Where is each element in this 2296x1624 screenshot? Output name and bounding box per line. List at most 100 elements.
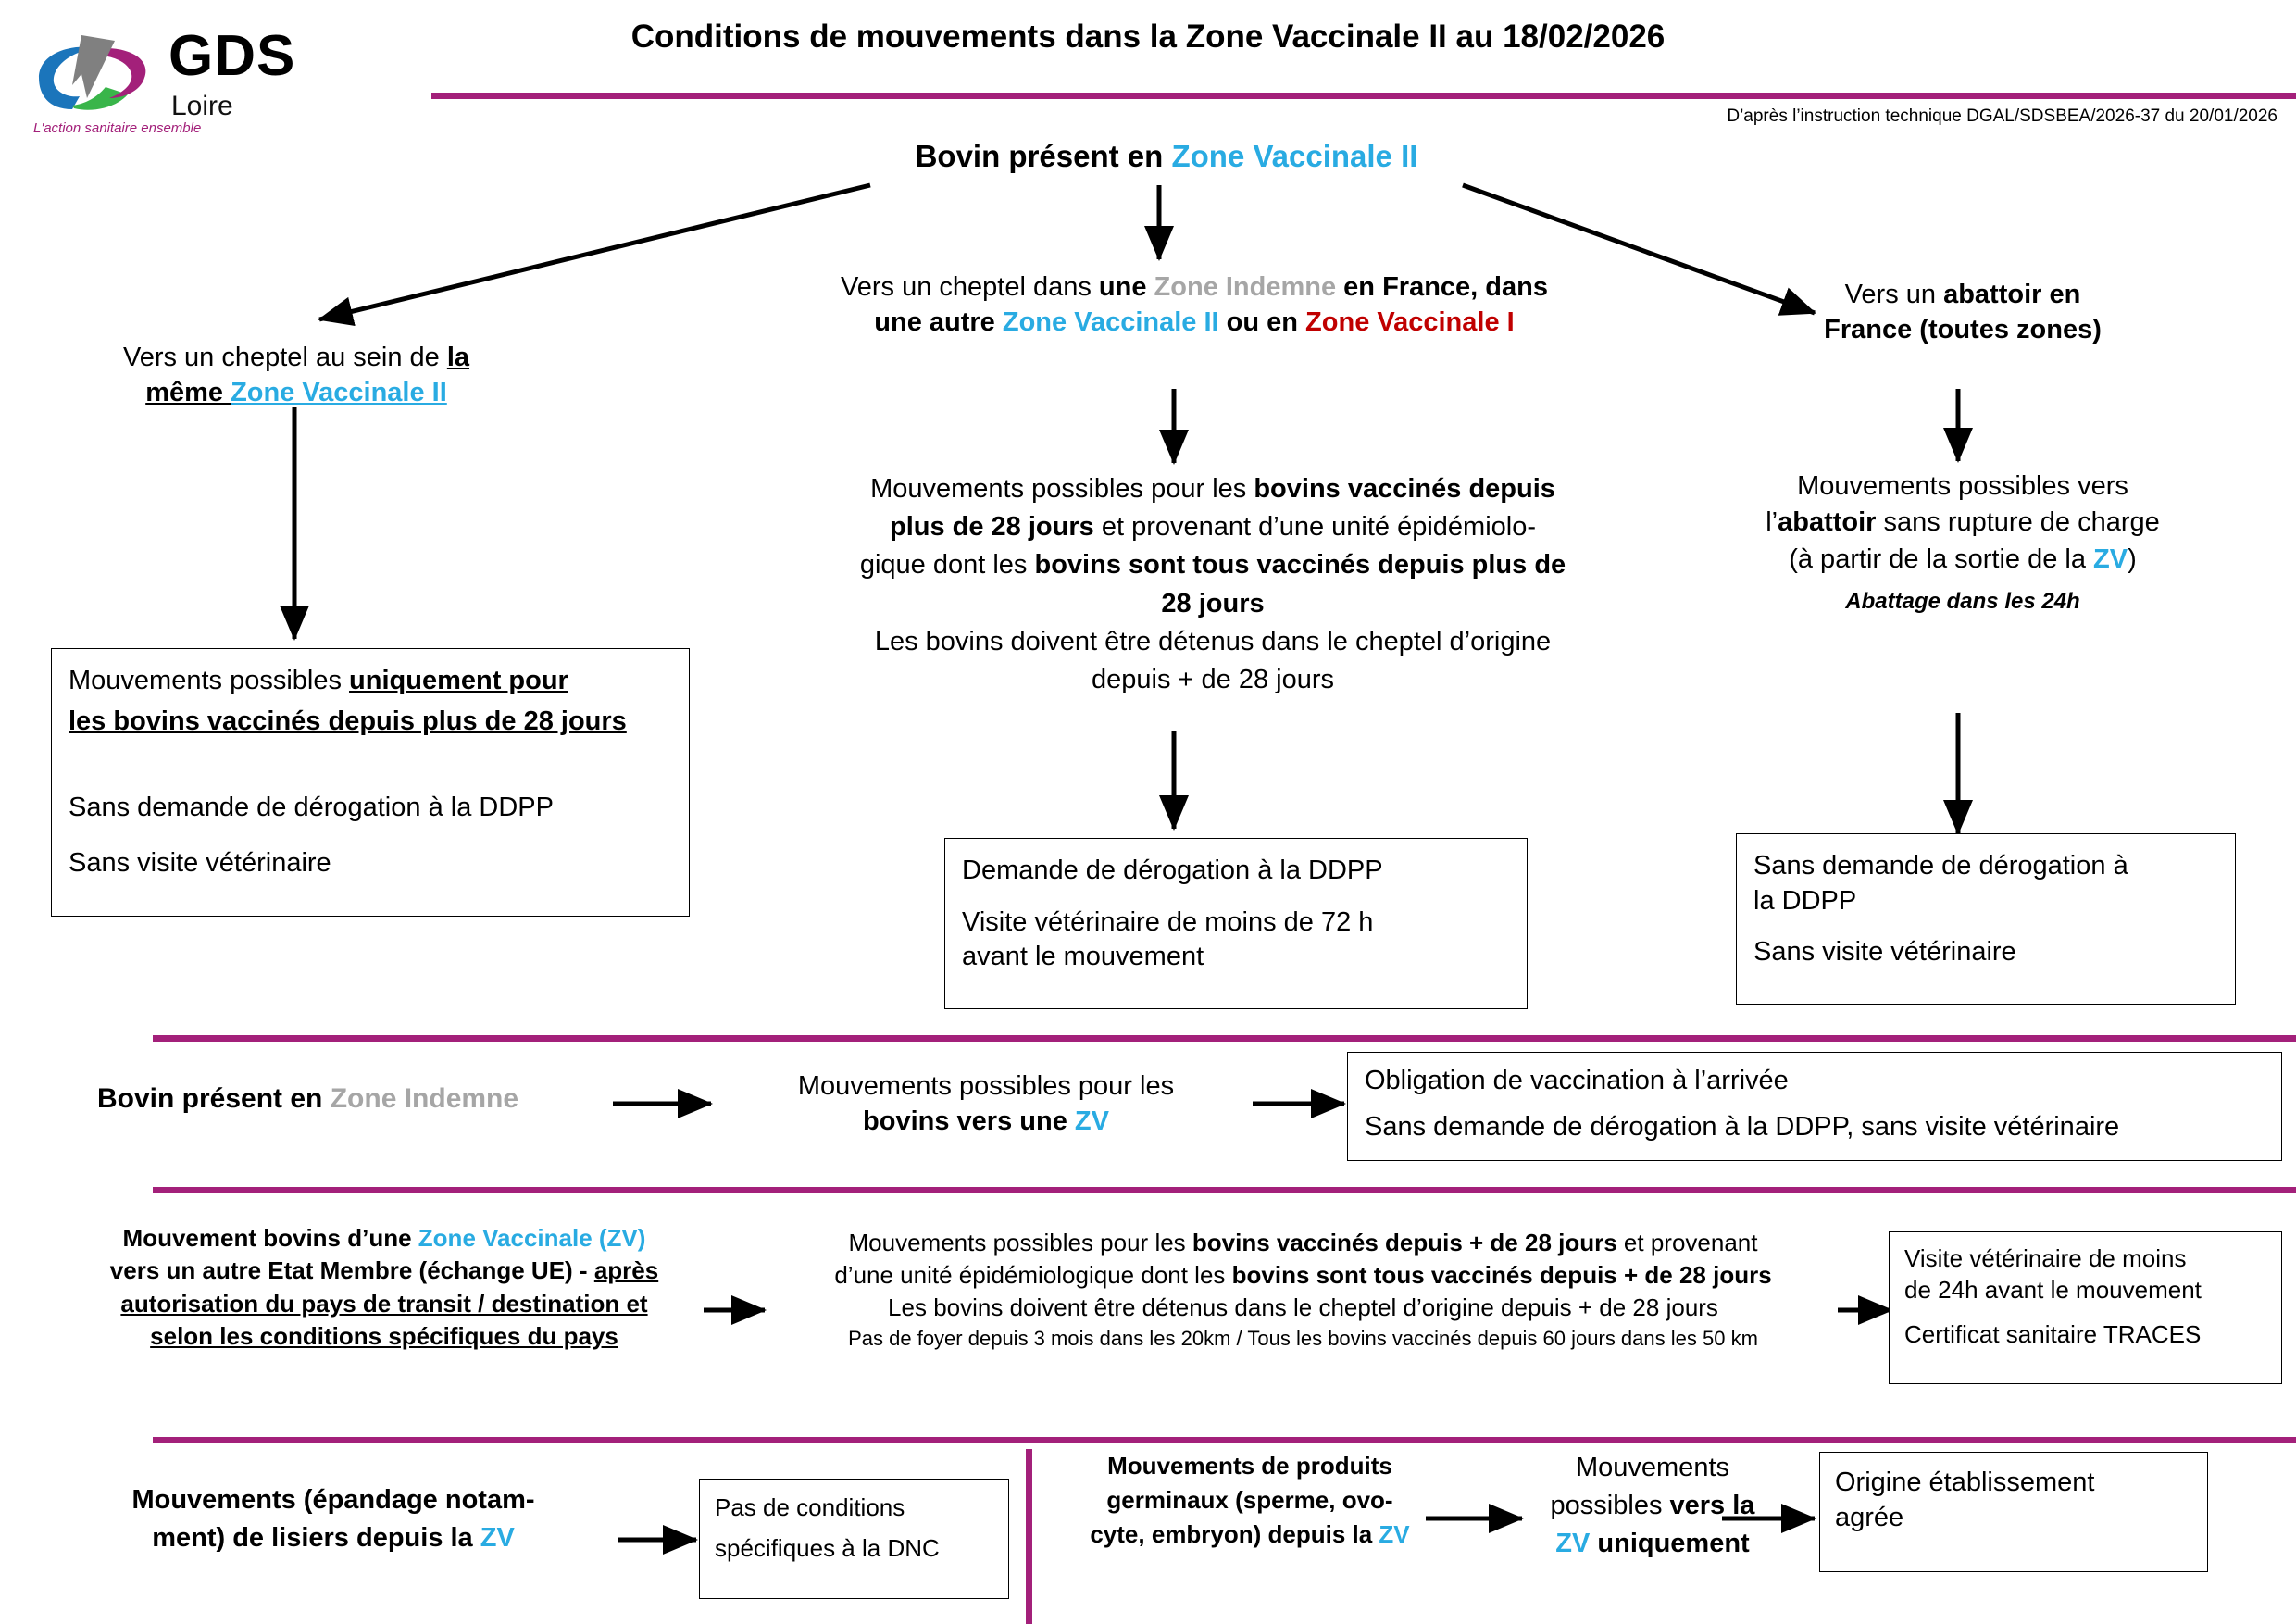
branch-middle-text-l4: 28 jours — [1161, 588, 1265, 618]
branch-middle-heading-l1a: Vers un cheptel dans — [841, 272, 1099, 302]
section-ue-label-l3: autorisation du pays de transit / destin… — [120, 1289, 648, 1318]
branch-left-heading-line2b: Zone Vaccinale II — [231, 377, 447, 407]
branch-middle-box-l3: avant le mouvement — [962, 942, 1204, 972]
section-indemne-box: Obligation de vaccination à l’arrivée Sa… — [1347, 1052, 2282, 1161]
branch-right-heading-l1b: abattoir en — [1943, 280, 2081, 309]
section-germinaux-label-l2: germinaux (sperme, ovo- — [1106, 1485, 1393, 1514]
branch-right-text-l2b: abattoir — [1778, 507, 1877, 538]
section-indemne-mid-l1: Mouvements possibles pour les — [797, 1071, 1175, 1101]
section-ue-mid-l1b: bovins vaccinés depuis + de 28 jours — [1192, 1229, 1617, 1256]
branch-right-text-l2c: sans rupture de charge — [1876, 507, 2160, 538]
instruction-reference: D’après l’instruction technique DGAL/SDS… — [1727, 106, 2277, 126]
page-title: Conditions de mouvements dans la Zone Va… — [630, 19, 1666, 55]
section-indemne-mid-l2b: ZV — [1074, 1106, 1109, 1136]
section-lisiers-label-l2b: ZV — [480, 1523, 515, 1554]
branch-left-box: Mouvements possibles uniquement pour les… — [51, 648, 690, 917]
section-indemne-box-l2: Sans demande de dérogation à la DDPP, sa… — [1365, 1111, 2120, 1142]
branch-middle-text-l2b: et provenant d’une unité épidémiolo- — [1093, 512, 1536, 543]
branch-left-heading-line2a: même — [145, 377, 231, 407]
section-ue-label-l1a: Mouvement bovins d’une — [122, 1224, 418, 1252]
branch-middle-heading-l2c: ou en — [1218, 306, 1306, 337]
branch-left-box-line1a: Mouvements possibles — [69, 666, 350, 695]
branch-right-text: Mouvements possibles vers l’abattoir san… — [1717, 468, 2208, 618]
section-lisiers-box-l1: Pas de conditions — [715, 1493, 905, 1521]
branch-middle-box: Demande de dérogation à la DDPP Visite v… — [944, 838, 1528, 1009]
section-ue-mid-l4: Pas de foyer depuis 3 mois dans les 20km… — [848, 1327, 1758, 1351]
section-germinaux-box-l2: agrée — [1835, 1502, 1904, 1532]
root-node-zone: Zone Vaccinale II — [1171, 139, 1418, 173]
section-germinaux-label: Mouvements de produits germinaux (sperme… — [1065, 1449, 1435, 1552]
section-indemne-label: Bovin présent en Zone Indemne — [97, 1083, 616, 1115]
gds-swirl-icon — [39, 35, 146, 110]
branch-middle-text: Mouvements possibles pour les bovins vac… — [796, 470, 1629, 699]
section-germinaux-label-l1: Mouvements de produits — [1107, 1452, 1392, 1480]
section-lisiers-label-l1: Mouvements (épandage notam- — [131, 1485, 535, 1515]
branch-middle-heading-l2d: Zone Vaccinale I — [1305, 306, 1515, 337]
branch-right-heading-l2: France (toutes zones) — [1824, 314, 2102, 344]
branch-right-text-l3c: ) — [2128, 543, 2137, 574]
branch-middle-heading: Vers un cheptel dans une Zone Indemne en… — [778, 270, 1611, 340]
section-germinaux-mid-l3a: ZV — [1555, 1529, 1591, 1559]
branch-middle-heading-l1c: Zone Indemne — [1154, 272, 1337, 302]
branch-middle-box-l1: Demande de dérogation à la DDPP — [962, 856, 1383, 885]
section-germinaux-box-l1: Origine établissement — [1835, 1468, 2095, 1497]
header-rule — [431, 93, 2296, 99]
section-ue-label: Mouvement bovins d’une Zone Vaccinale (Z… — [65, 1222, 704, 1353]
branch-right-abattage-note: Abattage dans les 24h — [1845, 589, 2080, 615]
branch-left-box-line2: les bovins vaccinés depuis plus de 28 jo… — [69, 706, 627, 736]
section-ue-box-l3: Certificat sanitaire TRACES — [1904, 1319, 2202, 1348]
section-germinaux-mid-l2a: possibles — [1550, 1491, 1670, 1521]
section-ue-mid-l2b: bovins sont tous vaccinés depuis + de 28… — [1231, 1260, 1772, 1289]
section-ue-mid-l3: Les bovins doivent être détenus dans le … — [888, 1293, 1718, 1321]
section-lisiers-label: Mouvements (épandage notam- ment) de lis… — [56, 1481, 611, 1557]
section-lisiers-box: Pas de conditions spécifiques à la DNC — [699, 1479, 1009, 1599]
branch-left-box-line1b: uniquement pour — [349, 666, 568, 695]
section-ue-mid-l1c: et provenant — [1616, 1229, 1758, 1256]
branch-middle-heading-l2a: une autre — [874, 306, 1003, 337]
logo-wordmark: GDS — [168, 24, 296, 88]
section-rule-bottom — [153, 1437, 2296, 1443]
branch-middle-text-l3b: bovins sont tous vaccinés depuis plus de — [1034, 550, 1566, 581]
section-indemne-mid-l2a: bovins vers une — [863, 1106, 1075, 1136]
branch-middle-text-l5: Les bovins doivent être détenus dans le … — [874, 626, 1552, 656]
branch-middle-text-l3a: gique dont les — [859, 550, 1035, 581]
section-ue-box: Visite vétérinaire de moins de 24h avant… — [1889, 1231, 2282, 1384]
branch-right-text-l3a: (à partir de la sortie de la — [1789, 543, 2094, 574]
branch-middle-text-l6: depuis + de 28 jours — [1092, 664, 1334, 694]
section-lisiers-label-l2a: ment) de lisiers depuis la — [152, 1523, 480, 1554]
section-germinaux-label-l3b: ZV — [1379, 1519, 1410, 1548]
branch-right-heading-l1a: Vers un — [1844, 280, 1944, 309]
section-germinaux-mid-l3b: uniquement — [1590, 1529, 1750, 1559]
branch-right-text-l3b: ZV — [2093, 543, 2128, 574]
section-ue-middle: Mouvements possibles pour les bovins vac… — [759, 1227, 1847, 1353]
section-germinaux-mid-l2b: vers la — [1669, 1491, 1755, 1521]
branch-left-heading: Vers un cheptel au sein de la même Zone … — [37, 341, 555, 410]
branch-middle-text-l2a: plus de 28 jours — [889, 512, 1094, 543]
section-germinaux-middle: Mouvements possibles vers la ZV uniqueme… — [1523, 1449, 1782, 1564]
branch-right-box: Sans demande de dérogation à la DDPP San… — [1736, 833, 2236, 1005]
branch-right-text-l2a: l’ — [1766, 507, 1778, 538]
section-indemne-label-a: Bovin présent en — [97, 1083, 331, 1114]
branch-left-box-line3: Sans demande de dérogation à la DDPP — [69, 793, 554, 823]
section-indemne-box-l1: Obligation de vaccination à l’arrivée — [1365, 1066, 1789, 1095]
section-ue-label-l4: selon les conditions spécifiques du pays — [150, 1322, 618, 1351]
branch-middle-heading-l1b: une — [1098, 272, 1154, 302]
gds-loire-logo: GDS Loire L'action sanitaire ensemble — [20, 20, 298, 137]
section-rule-indemne — [153, 1035, 2296, 1042]
section-ue-box-l2: de 24h avant le mouvement — [1904, 1275, 2202, 1304]
root-node-prefix: Bovin présent en — [915, 139, 1172, 173]
branch-middle-text-l1a: Mouvements possibles pour les — [870, 474, 1254, 504]
logo-tagline: L'action sanitaire ensemble — [33, 120, 202, 136]
section-ue-box-l1: Visite vétérinaire de moins — [1904, 1244, 2187, 1272]
section-rule-ue — [153, 1187, 2296, 1193]
branch-right-heading: Vers un abattoir en France (toutes zones… — [1731, 278, 2194, 347]
section-lisiers-box-l2: spécifiques à la DNC — [715, 1533, 940, 1562]
section-indemne-label-b: Zone Indemne — [330, 1083, 519, 1114]
section-ue-mid-l2a: d’une unité épidémiologique dont les — [834, 1260, 1232, 1289]
section-ue-mid-l1a: Mouvements possibles pour les — [848, 1229, 1192, 1256]
branch-right-box-l3: Sans visite vétérinaire — [1753, 937, 2016, 968]
branch-left-heading-line1b: la — [446, 343, 470, 372]
branch-left-heading-line1a: Vers un cheptel au sein de — [122, 343, 447, 372]
section-indemne-middle: Mouvements possibles pour les bovins ver… — [713, 1069, 1259, 1139]
